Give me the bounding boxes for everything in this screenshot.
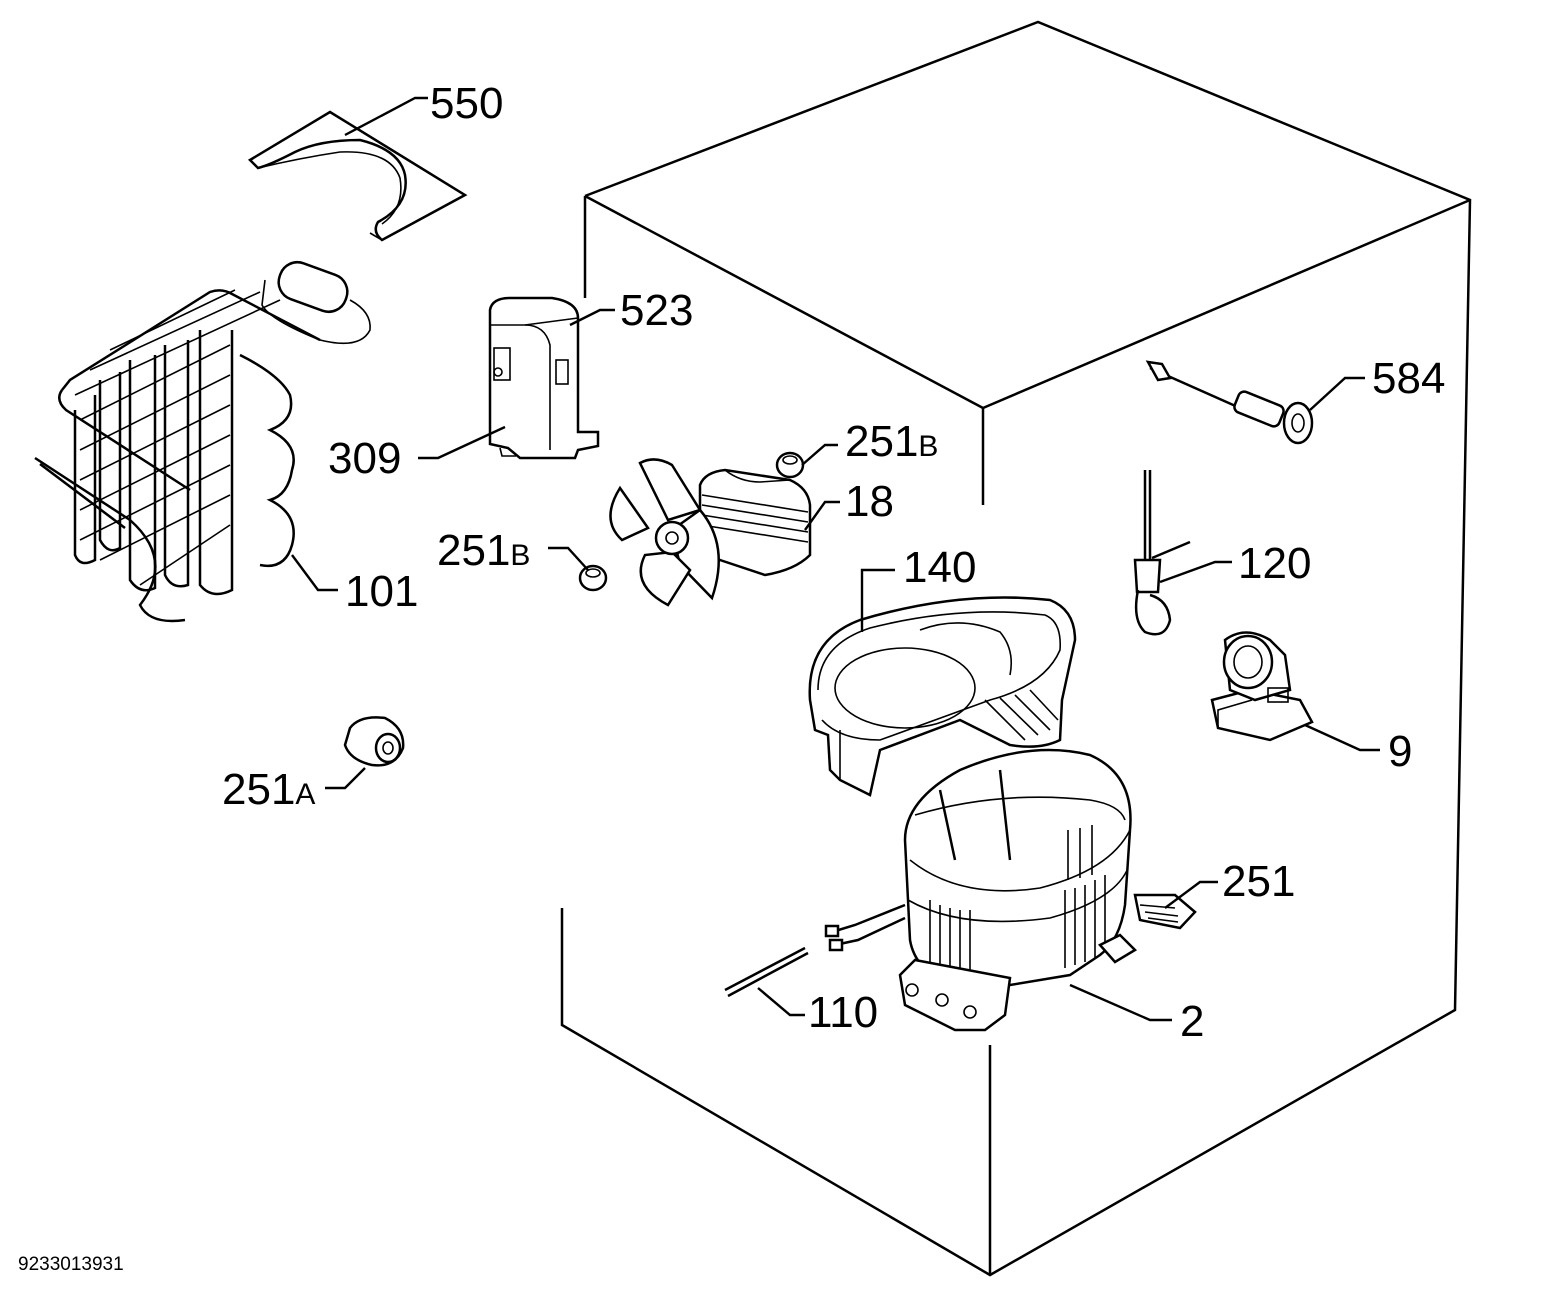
fan-motor-18 — [609, 458, 812, 607]
grommet-251a — [343, 716, 405, 767]
coil-fins — [74, 289, 281, 586]
label-101: 101 — [345, 567, 418, 616]
grommet-251b-upper — [775, 451, 805, 479]
label-251: 251 — [1222, 857, 1295, 906]
relay-clamp-9 — [1210, 631, 1314, 742]
label-251a: 251A — [222, 765, 315, 814]
compressor-2 — [824, 748, 1138, 1032]
terminal-block-251 — [1133, 893, 1197, 930]
label-9: 9 — [1388, 727, 1412, 776]
part-labels: 550 523 309 584 251B 18 251B 101 140 120… — [222, 79, 1445, 1046]
label-251b-lower: 251B — [437, 526, 530, 575]
label-584: 584 — [1372, 354, 1445, 403]
compressor-stripes — [929, 825, 1106, 982]
label-140: 140 — [903, 543, 976, 592]
sensor-584 — [1145, 360, 1314, 445]
grommet-251b-lower — [578, 564, 608, 592]
label-550: 550 — [430, 79, 503, 128]
cover-plate-550 — [247, 110, 468, 242]
capillary-tube-120 — [1133, 470, 1191, 636]
label-523: 523 — [620, 286, 693, 335]
label-2: 2 — [1180, 997, 1204, 1046]
document-number: 9233013931 — [18, 1254, 124, 1275]
label-120: 120 — [1238, 539, 1311, 588]
drip-tray-140 — [808, 596, 1077, 797]
relay-cover-523 — [488, 296, 600, 460]
label-18: 18 — [845, 477, 894, 526]
tube-110 — [724, 946, 809, 998]
label-251b-upper: 251B — [845, 417, 938, 466]
leader-lines — [291, 96, 1380, 1022]
condenser-coil-101 — [34, 260, 371, 623]
cabinet-outline — [560, 20, 1472, 1277]
label-110: 110 — [808, 988, 878, 1037]
coil-tubes — [73, 330, 295, 596]
label-309: 309 — [328, 434, 401, 483]
